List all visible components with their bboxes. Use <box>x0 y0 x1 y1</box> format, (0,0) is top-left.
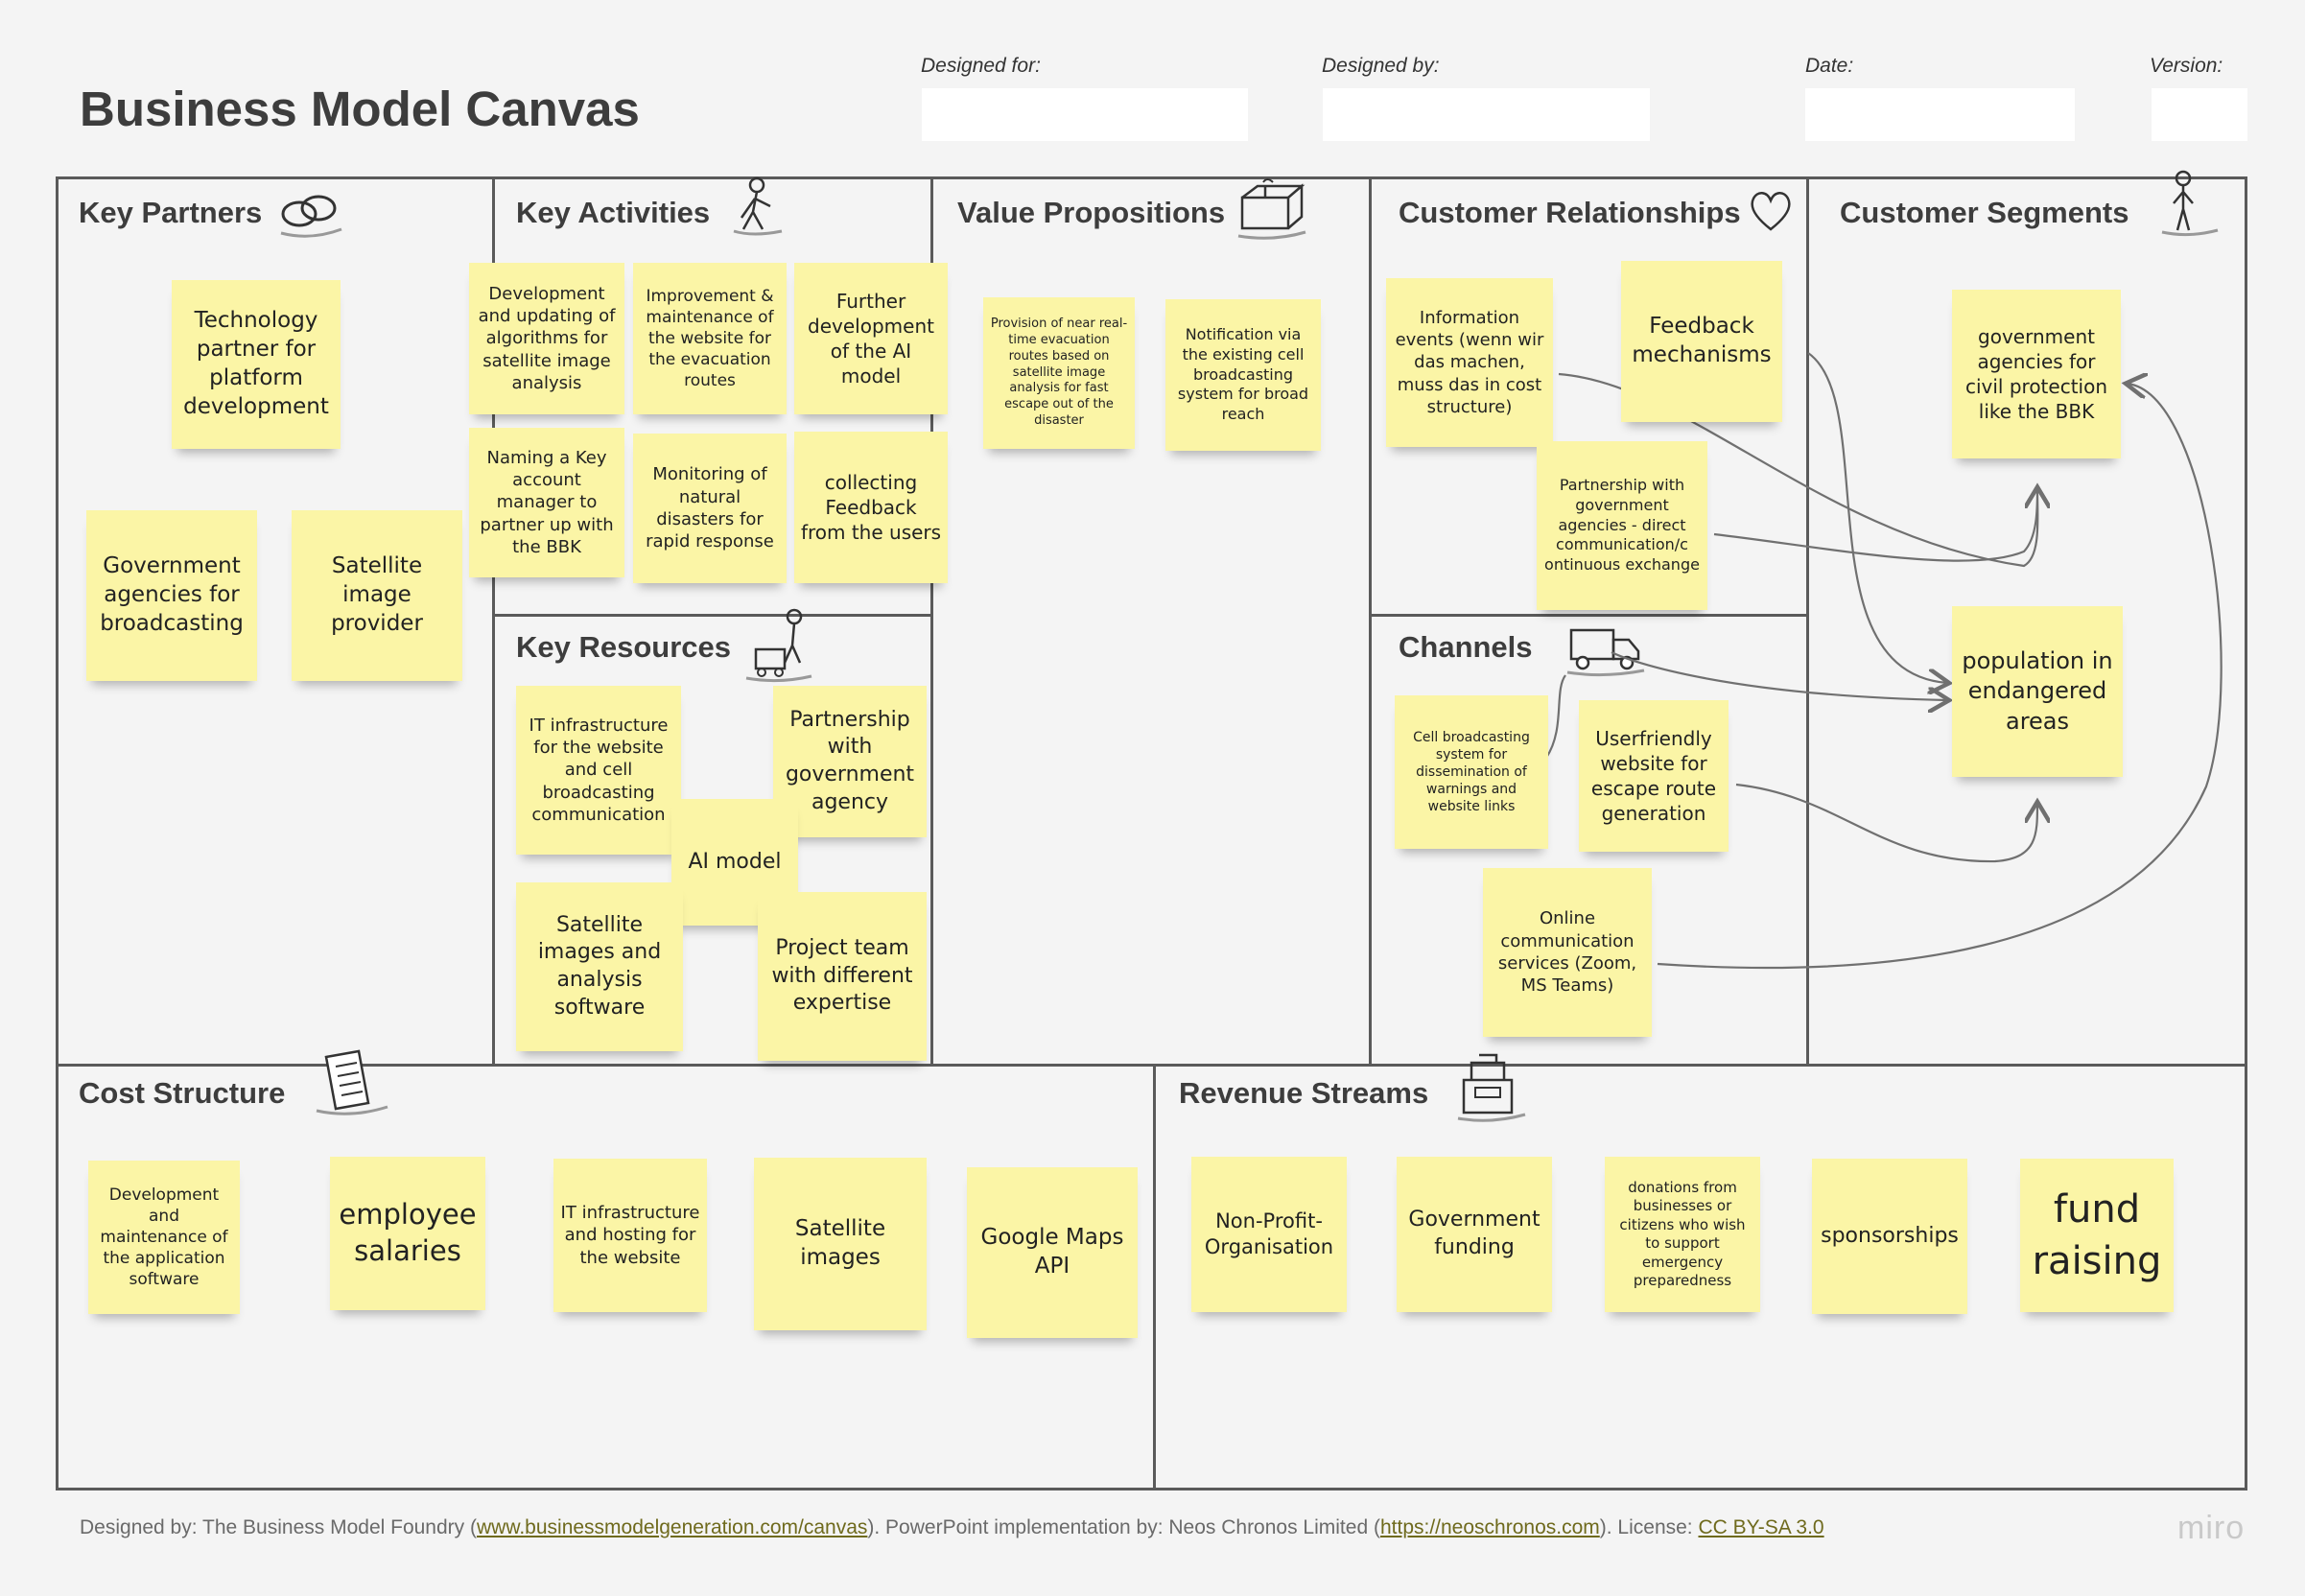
date-field[interactable] <box>1805 88 2075 141</box>
version-field[interactable] <box>2152 88 2247 141</box>
sticky-note[interactable]: Naming a Key account manager to partner … <box>469 428 624 577</box>
canvas-frame <box>56 176 2247 1490</box>
gift-box-icon <box>1237 178 1306 240</box>
sticky-note[interactable]: Information events (wenn wir das machen,… <box>1386 278 1553 447</box>
sticky-note[interactable]: Satellite image provider <box>292 510 462 681</box>
sticky-note[interactable]: fund raising <box>2020 1159 2174 1312</box>
designed-by-label: Designed by: <box>1322 55 1440 77</box>
sticky-note[interactable]: Partnership with government agencies - d… <box>1537 441 1707 610</box>
divider-kp-ka <box>492 176 495 1066</box>
footer-text: ). License: <box>1599 1516 1699 1538</box>
sticky-note[interactable]: Cell broadcasting system for disseminati… <box>1395 695 1548 849</box>
sticky-note[interactable]: population in endangered areas <box>1952 606 2123 777</box>
sticky-note[interactable]: Google Maps API <box>967 1167 1138 1338</box>
sticky-note[interactable]: Project team with different expertise <box>758 892 927 1061</box>
invoice-icon <box>316 1049 388 1115</box>
divider-vp-cr <box>1369 176 1372 1066</box>
worker-icon <box>733 176 783 236</box>
divider-cost-revenue <box>1153 1064 1156 1490</box>
page-title: Business Model Canvas <box>80 82 640 136</box>
sticky-note[interactable]: Development and updating of algorithms f… <box>469 263 624 414</box>
sticky-note[interactable]: Feedback mechanisms <box>1621 261 1782 422</box>
sticky-note[interactable]: Government funding <box>1397 1157 1552 1312</box>
sticky-note[interactable]: IT infrastructure and hosting for the we… <box>553 1159 707 1312</box>
sticky-note[interactable]: IT infrastructure for the website and ce… <box>516 686 681 855</box>
section-key-activities: Key Activities <box>516 196 711 229</box>
section-customer-relationships: Customer Relationships <box>1399 196 1741 229</box>
sticky-note[interactable]: Technology partner for platform developm… <box>172 280 341 449</box>
sticky-note[interactable]: Online communication services (Zoom, MS … <box>1483 868 1652 1037</box>
footer-link-businessmodelgeneration[interactable]: www.businessmodelgeneration.com/canvas <box>477 1516 868 1538</box>
heart-icon <box>1751 192 1791 231</box>
sticky-note[interactable]: Provision of near real-time evacuation r… <box>983 297 1135 449</box>
sticky-note[interactable]: Satellite images <box>754 1158 927 1330</box>
designed-for-label: Designed for: <box>921 55 1041 77</box>
divider-ka-vp <box>930 176 933 1066</box>
miro-logo: miro <box>2177 1510 2246 1546</box>
divider-ka-kr <box>492 614 933 617</box>
section-key-partners: Key Partners <box>79 196 263 229</box>
sticky-note[interactable]: donations from businesses or citizens wh… <box>1605 1157 1760 1312</box>
sticky-note[interactable]: collecting Feedback from the users <box>794 432 948 583</box>
footer-text: Designed by: The Business Model Foundry … <box>80 1516 477 1538</box>
footer-text: ). PowerPoint implementation by: Neos Ch… <box>867 1516 1380 1538</box>
footer-credits: Designed by: The Business Model Foundry … <box>80 1516 1824 1539</box>
sticky-note[interactable]: employee salaries <box>330 1157 485 1310</box>
link-icon <box>280 195 342 238</box>
section-revenue-streams: Revenue Streams <box>1179 1076 1429 1110</box>
sticky-note[interactable]: Monitoring of natural disasters for rapi… <box>633 434 787 583</box>
section-cost-structure: Cost Structure <box>79 1076 286 1110</box>
footer-link-license[interactable]: CC BY-SA 3.0 <box>1698 1516 1824 1538</box>
sticky-note[interactable]: Improvement & maintenance of the website… <box>633 263 787 414</box>
date-label: Date: <box>1805 55 1854 77</box>
designed-by-field[interactable] <box>1323 88 1650 141</box>
sticky-note[interactable]: Notification via the existing cell broad… <box>1165 299 1321 451</box>
sticky-note[interactable]: Further development of the AI model <box>794 263 948 414</box>
sticky-note[interactable]: Partnership with government agency <box>773 686 927 837</box>
divider-cr-cs <box>1806 176 1809 1066</box>
sticky-note[interactable]: sponsorships <box>1812 1159 1967 1314</box>
divider-top-bottom <box>56 1064 2247 1067</box>
forklift-worker-icon <box>745 608 812 683</box>
designed-for-field[interactable] <box>922 88 1248 141</box>
section-channels: Channels <box>1399 630 1533 664</box>
section-value-propositions: Value Propositions <box>957 196 1226 229</box>
divider-cr-ch <box>1369 614 1809 617</box>
cash-register-icon <box>1457 1053 1526 1122</box>
sticky-note[interactable]: Satellite images and analysis software <box>516 882 683 1051</box>
person-icon <box>2161 170 2219 237</box>
section-customer-segments: Customer Segments <box>1840 196 2129 229</box>
sticky-note[interactable]: Government agencies for broadcasting <box>86 510 257 681</box>
section-key-resources: Key Resources <box>516 630 732 664</box>
version-label: Version: <box>2150 55 2223 77</box>
sticky-note[interactable]: government agencies for civil protection… <box>1952 290 2121 458</box>
footer-link-neoschronos[interactable]: https://neoschronos.com <box>1379 1516 1600 1538</box>
sticky-note[interactable]: Userfriendly website for escape route ge… <box>1579 700 1729 852</box>
sticky-note[interactable]: Non-Profit-Organisation <box>1191 1157 1347 1312</box>
truck-icon <box>1566 628 1645 677</box>
sticky-note[interactable]: Development and maintenance of the appli… <box>88 1161 240 1314</box>
